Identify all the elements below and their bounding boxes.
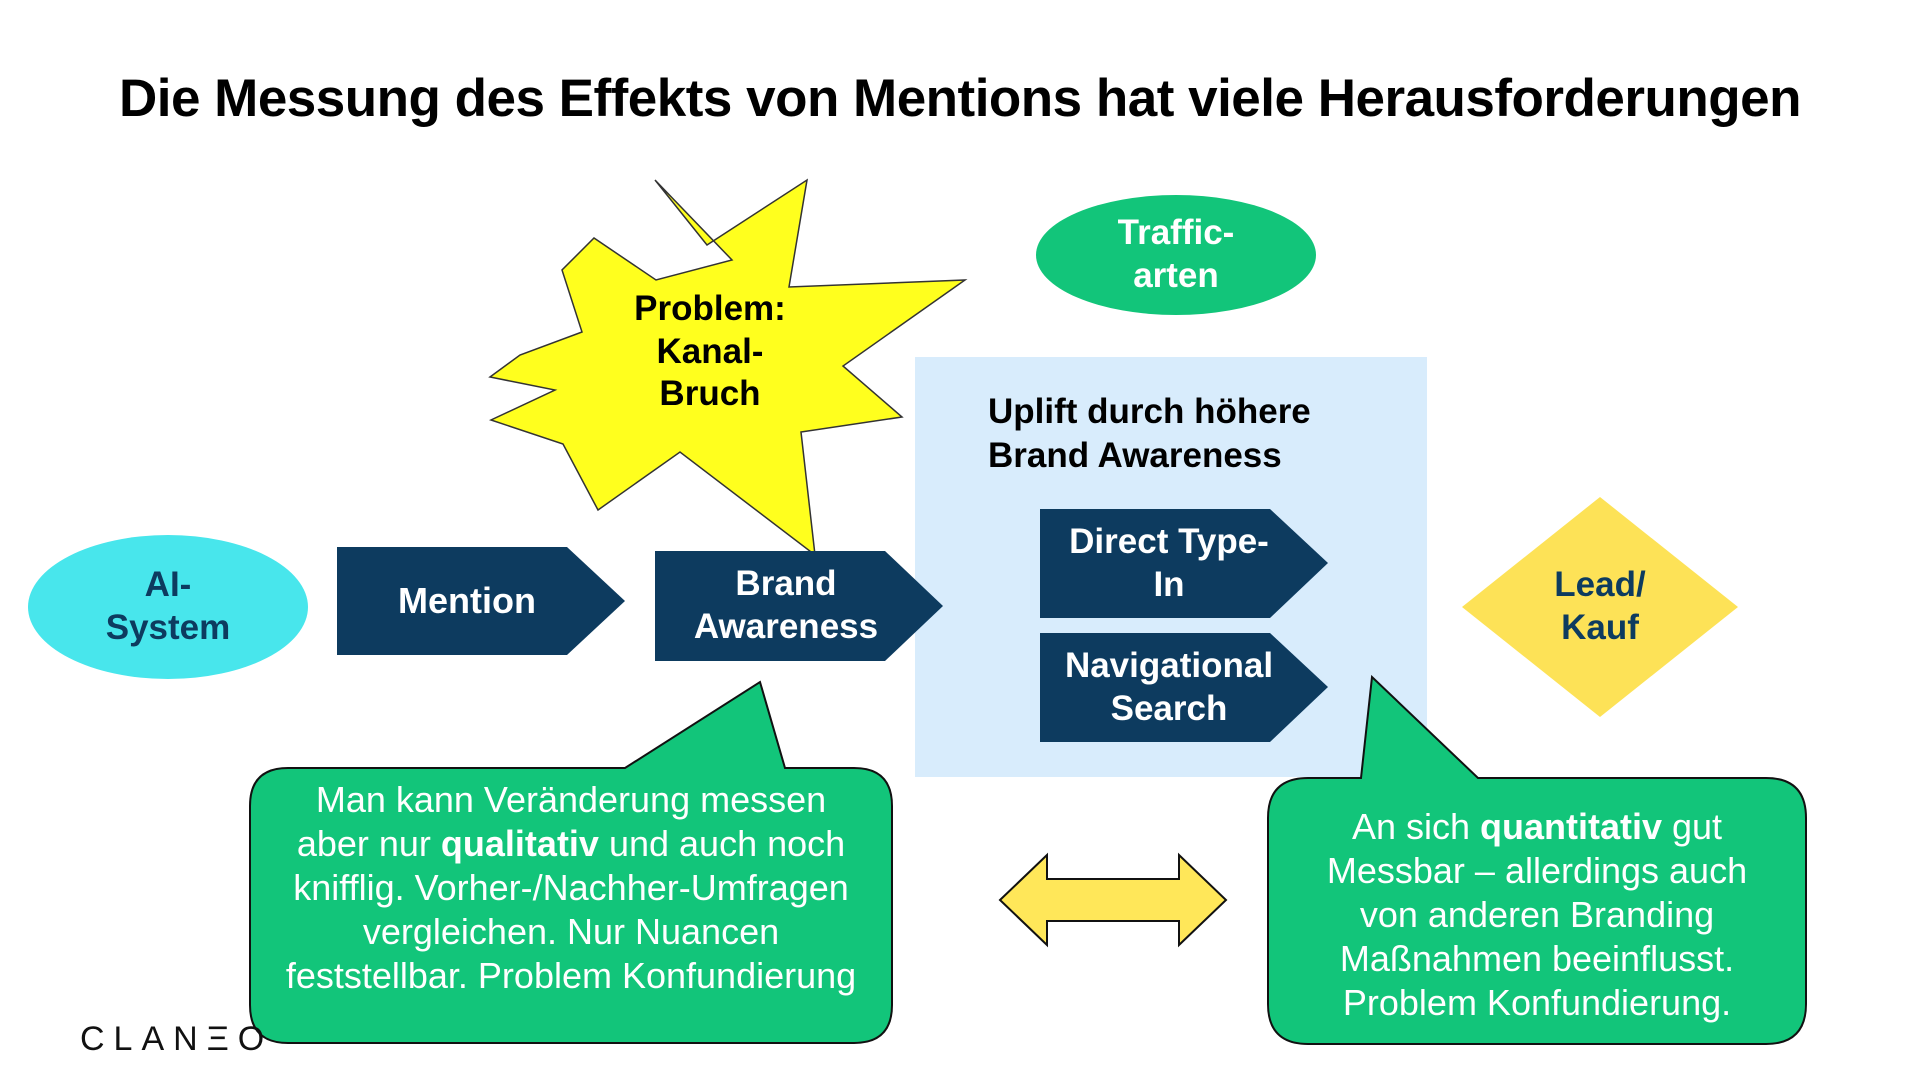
callout-right-part2: gut Messbar – allerdings auch von andere…	[1326, 806, 1748, 1023]
brand-awareness-label: Brand Awareness	[693, 564, 879, 646]
callout-left-part1: Man kann Veränderung messen aber nur	[296, 779, 827, 864]
callout-right-bold: quantitativ	[1480, 806, 1663, 847]
problem-burst	[488, 178, 968, 557]
uplift-heading: Uplift durch höhere Brand Awareness	[988, 392, 1311, 475]
callout-right-bubble	[1267, 674, 1807, 1045]
callout-left-bubble	[249, 680, 893, 1044]
claneo-logo: CLANΞO	[80, 1020, 274, 1058]
mention-chevron	[337, 547, 625, 655]
direct-type-in-label: Direct Type- In	[1069, 521, 1269, 604]
brand-awareness-chevron	[655, 551, 943, 661]
navigational-search-chevron	[1040, 633, 1328, 742]
callout-left-part2: und auch noch knifflig. Vorher-/Nachher-…	[285, 822, 857, 996]
mention-label: Mention	[398, 580, 536, 622]
direct-type-in-chevron	[1040, 509, 1328, 618]
navigational-search-label: Navigational Search	[1064, 645, 1274, 728]
double-arrow	[998, 852, 1228, 948]
callout-left-text: Man kann Veränderung messen aber nur qua…	[276, 778, 866, 998]
callout-right-text: An sich quantitativ gut Messbar – allerd…	[1300, 805, 1774, 1025]
traffic-arten-ellipse	[1036, 195, 1316, 315]
ai-system-ellipse	[28, 535, 308, 679]
problem-burst-label: Problem: Kanal- Bruch	[634, 288, 786, 414]
lead-kauf-label: Lead/ Kauf	[1554, 565, 1646, 647]
traffic-arten-label: Traffic- arten	[1117, 213, 1235, 295]
lead-kauf-diamond	[1462, 497, 1738, 717]
page-title: Die Messung des Effekts von Mentions hat…	[118, 69, 1802, 128]
callout-right-part1: An sich	[1351, 806, 1480, 847]
callout-left-bold: qualitativ	[440, 822, 599, 864]
ai-system-label: AI- System	[105, 565, 231, 647]
